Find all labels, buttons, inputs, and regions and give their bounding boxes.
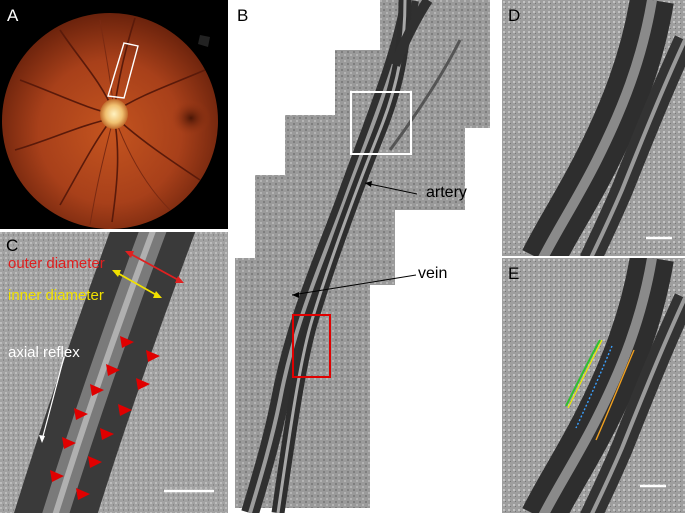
panel-d-zoom: D xyxy=(502,0,685,256)
trace-yellow xyxy=(567,339,603,409)
inner-diameter-label: inner diameter xyxy=(8,287,104,304)
zoom-image-d xyxy=(502,0,685,256)
trace-orange xyxy=(595,349,635,441)
closeup-image xyxy=(0,232,228,513)
selection-box-d xyxy=(350,91,412,155)
panel-b-label: B xyxy=(237,6,249,25)
outer-diameter-label: outer diameter xyxy=(8,255,105,272)
fundus-image xyxy=(2,13,218,229)
axial-reflex-label: axial reflex xyxy=(8,344,80,361)
panel-b-montage: B artery vein xyxy=(230,0,500,513)
panel-e-label: E xyxy=(508,264,520,283)
trace-green xyxy=(565,339,601,407)
trace-blue xyxy=(575,345,613,429)
panel-a-fundus: A xyxy=(0,0,228,229)
panel-a-label: A xyxy=(7,6,19,25)
panel-c-closeup: C outer diameter inner diameter axial re… xyxy=(0,232,228,513)
selection-box-e xyxy=(292,314,331,378)
panel-c-label: C xyxy=(6,236,19,255)
vein-label: vein xyxy=(418,265,448,282)
zoom-image-e xyxy=(502,258,685,513)
selection-box-a xyxy=(107,42,139,99)
panel-d-label: D xyxy=(508,6,521,25)
montage-image xyxy=(235,0,490,513)
artery-label: artery xyxy=(426,184,467,201)
panel-e-traced: E xyxy=(502,258,685,513)
axial-reflex-markers xyxy=(50,336,160,500)
